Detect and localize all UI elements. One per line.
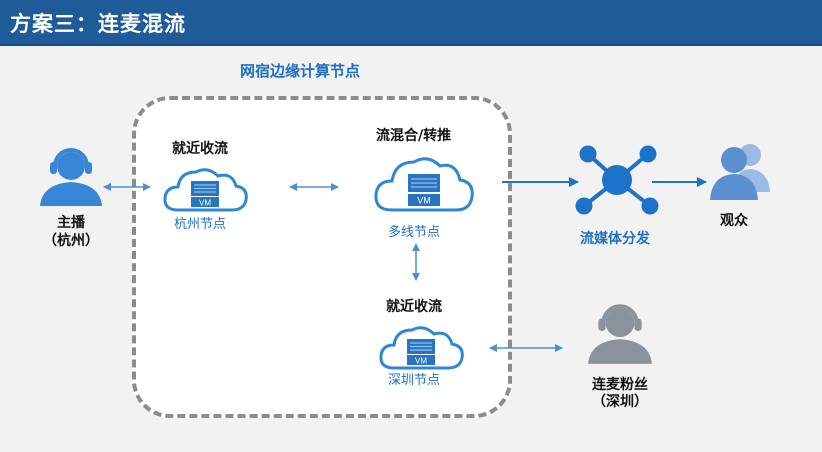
header-bar: 方案三：连麦混流 — [0, 0, 822, 46]
anchor-headset-person-icon — [40, 148, 102, 206]
hangzhou-node-label: 杭州节点 — [174, 217, 227, 232]
audience-label: 观众 — [720, 213, 748, 229]
audience-icon — [710, 144, 770, 200]
media-distribution-hub-icon — [575, 145, 659, 215]
cohost-label: 连麦粉丝 — [592, 377, 648, 393]
hangzhou-node-caption: 就近收流 — [172, 141, 228, 157]
cohost-location: （深圳） — [592, 394, 648, 410]
anchor-label: 主播 — [57, 215, 85, 231]
page-title: 方案三：连麦混流 — [10, 11, 186, 36]
shenzhen-node-label: 深圳节点 — [388, 373, 441, 388]
multiline-node-label: 多线节点 — [388, 225, 441, 240]
multiline-vm-label: VM — [417, 196, 431, 206]
hangzhou-vm-label: VM — [199, 199, 211, 208]
hangzhou-cloud-server-icon: VM — [163, 168, 248, 212]
multiline-cloud-server-icon: VM — [374, 157, 474, 212]
anchor-location: （杭州） — [43, 233, 99, 249]
shenzhen-node-caption: 就近收流 — [386, 299, 442, 315]
cohost-headset-person-icon — [588, 304, 652, 364]
multiline-node-caption: 流混合/转推 — [376, 128, 452, 144]
media-distribution-label: 流媒体分发 — [580, 231, 650, 247]
shenzhen-cloud-server-icon: VM — [379, 326, 464, 370]
edge-region-title: 网宿边缘计算节点 — [240, 62, 361, 80]
shenzhen-vm-label: VM — [415, 357, 427, 366]
